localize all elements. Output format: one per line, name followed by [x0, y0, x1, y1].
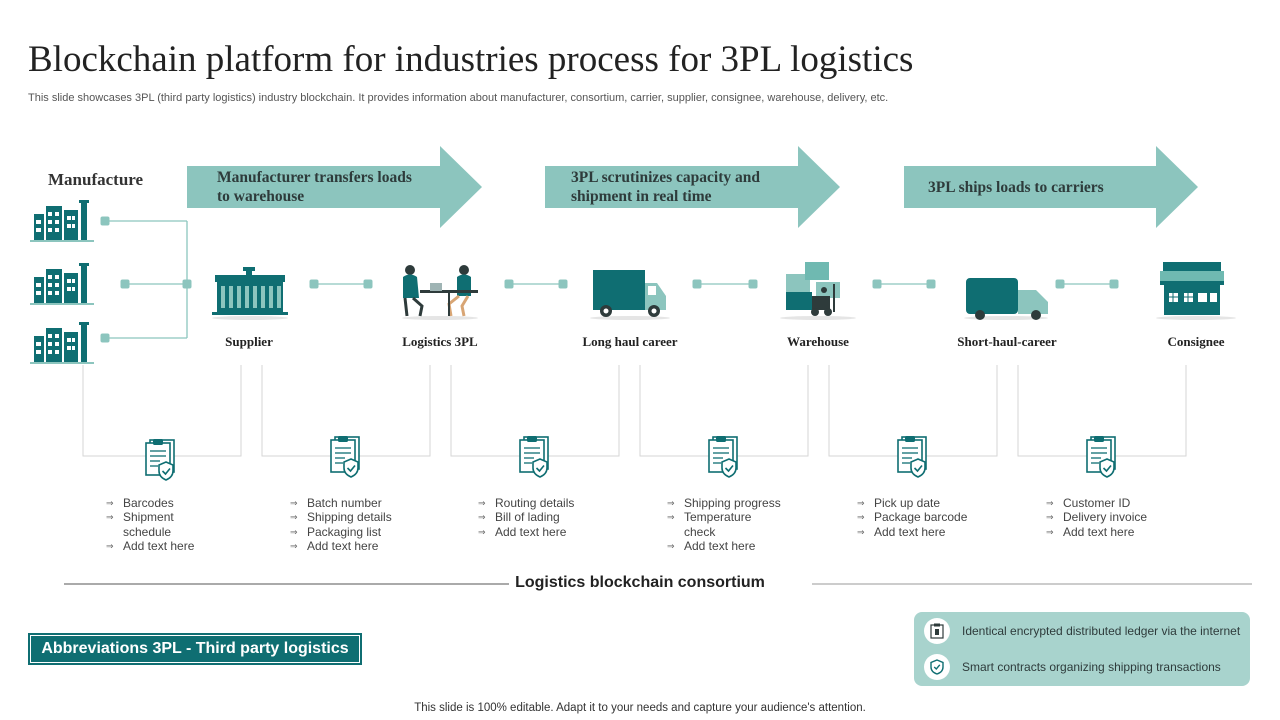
detail-list-long-haul: Routing details Bill of lading Add text …	[478, 496, 618, 539]
detail-list-short-haul: Pick up date Package barcode Add text he…	[857, 496, 997, 539]
list-item: Add text here	[478, 525, 618, 540]
node-label-logistics-3pl: Logistics 3PL	[402, 334, 478, 349]
detail-list-consignee: Customer ID Delivery invoice Add text he…	[1046, 496, 1186, 539]
list-item: Package barcode	[857, 510, 997, 525]
node-label-supplier: Supplier	[225, 334, 273, 349]
detail-list-supplier: Barcodes Shipment schedule Add text here	[106, 496, 236, 553]
abbreviation-box: Abbreviations 3PL - Third party logistic…	[28, 633, 362, 665]
warehouse-forklift-icon	[780, 262, 856, 320]
list-item: Add text here	[1046, 525, 1186, 540]
list-item: Batch number	[290, 496, 430, 511]
node-label-warehouse: Warehouse	[787, 334, 849, 349]
node-label-consignee: Consignee	[1167, 334, 1225, 349]
list-item: Bill of lading	[478, 510, 618, 525]
document-shield-icon-2	[330, 435, 360, 478]
detail-list-warehouse: Shipping progress Temperature check Add …	[667, 496, 807, 553]
list-item: Shipping details	[290, 510, 430, 525]
list-item: Routing details	[478, 496, 618, 511]
arrow-1-text-line1: Manufacturer transfers loads	[217, 169, 412, 186]
manufacture-connector	[105, 220, 188, 339]
detail-list-logistics-3pl: Batch number Shipping details Packaging …	[290, 496, 430, 553]
list-item: Packaging list	[290, 525, 430, 540]
detail-brackets	[82, 365, 1187, 457]
page-title: Blockchain platform for industries proce…	[28, 39, 914, 80]
arrow-2: 3PL scrutinizes capacity and shipment in…	[545, 146, 840, 228]
node-label-short-haul-career: Short-haul-career	[957, 334, 1057, 349]
document-shield-icon-6	[1086, 435, 1116, 478]
arrow-3: 3PL ships loads to carriers	[904, 146, 1198, 228]
consortium-label: Logistics blockchain consortium	[509, 574, 771, 591]
list-item: Shipment schedule	[106, 510, 186, 539]
arrow-3-text-line1: 3PL ships loads to carriers	[928, 179, 1104, 196]
list-item: Shipping progress	[667, 496, 807, 511]
document-shield-icon-3	[519, 435, 549, 478]
supplier-building-icon	[212, 267, 288, 320]
list-item: Add text here	[290, 539, 430, 554]
legend-row-contracts: Smart contracts organizing shipping tran…	[924, 653, 1221, 681]
legend-box: Identical encrypted distributed ledger v…	[914, 612, 1250, 686]
manufacture-label: Manufacture	[48, 170, 144, 189]
document-shield-icon-4	[708, 435, 738, 478]
legend-text-contracts: Smart contracts organizing shipping tran…	[962, 660, 1221, 674]
arrow-1: Manufacturer transfers loads to warehous…	[187, 146, 482, 228]
shield-icon	[924, 654, 950, 680]
footer-note: This slide is 100% editable. Adapt it to…	[414, 702, 866, 714]
legend-text-ledger: Identical encrypted distributed ledger v…	[962, 624, 1241, 638]
factory-icon-1	[30, 200, 94, 242]
van-icon	[964, 278, 1048, 320]
truck-icon	[590, 270, 670, 320]
list-item: Add text here	[667, 539, 807, 554]
consortium-heading: Logistics blockchain consortium	[0, 574, 1280, 592]
list-item: Temperature check	[667, 510, 763, 539]
node-label-long-haul-career: Long haul career	[582, 334, 678, 349]
document-shield-icon-1	[145, 438, 175, 481]
abbreviation-text: Abbreviations 3PL - Third party logistic…	[30, 635, 360, 663]
document-shield-icon-5	[897, 435, 927, 478]
arrow-1-text-line2: to warehouse	[217, 188, 305, 205]
meeting-people-icon	[402, 265, 478, 320]
list-item: Customer ID	[1046, 496, 1186, 511]
list-item: Pick up date	[857, 496, 997, 511]
arrow-2-text-line2: shipment in real time	[571, 188, 712, 205]
list-item: Barcodes	[106, 496, 236, 511]
list-item: Add text here	[857, 525, 997, 540]
list-item: Add text here	[106, 539, 236, 554]
ledger-icon	[924, 618, 950, 644]
factory-icon-3	[30, 322, 94, 364]
page-subtitle: This slide showcases 3PL (third party lo…	[28, 92, 889, 104]
list-item: Delivery invoice	[1046, 510, 1186, 525]
legend-row-ledger: Identical encrypted distributed ledger v…	[924, 617, 1240, 645]
store-icon	[1156, 262, 1236, 320]
arrow-2-text-line1: 3PL scrutinizes capacity and	[571, 169, 761, 186]
factory-icon-2	[30, 263, 94, 305]
